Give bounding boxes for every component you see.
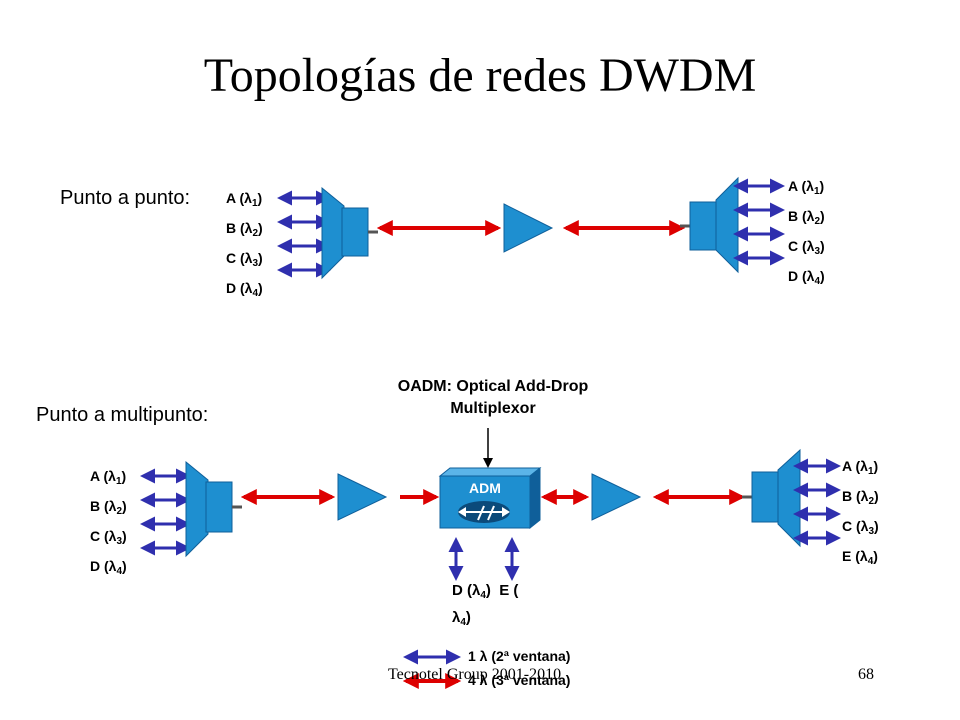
p2p-left-blue-arrows xyxy=(277,190,331,278)
channel-label: D (λ4) xyxy=(90,558,127,577)
p2m-right-channel-list: A (λ1) B (λ2) C (λ3) E (λ4) xyxy=(842,458,879,570)
footer-text: Tecnotel Group 2001-2010 xyxy=(388,666,562,683)
adm-label: ADM xyxy=(469,480,501,496)
channel-label: C (λ3) xyxy=(90,528,127,547)
p2p-left-channel-list: A (λ1) B (λ2) C (λ3) D (λ4) xyxy=(226,190,263,302)
channel-label: C (λ3) xyxy=(226,250,263,269)
p2p-label: Punto a punto: xyxy=(60,187,191,209)
channel-label: C (λ3) xyxy=(842,518,879,537)
legend-red-text: 4 λ (3ª ventana) xyxy=(468,672,571,688)
p2p-right-blue-arrows xyxy=(733,178,785,266)
oadm-caption: OADM: Optical Add-Drop Multiplexor xyxy=(378,376,608,420)
channel-label: A (λ1) xyxy=(90,468,127,487)
page-title: Topologías de redes DWDM xyxy=(203,49,757,102)
p2p-right-mux xyxy=(680,176,739,274)
p2p-right-channel-list: A (λ1) B (λ2) C (λ3) D (λ4) xyxy=(788,178,825,290)
adm-drop-arrows xyxy=(448,537,520,581)
oadm-pointer-head xyxy=(483,458,493,468)
oadm-caption-line2: Multiplexor xyxy=(450,400,536,417)
channel-label: B (λ2) xyxy=(90,498,127,517)
p2m-label: Punto a multipunto: xyxy=(36,404,209,426)
channel-label: B (λ2) xyxy=(842,488,879,507)
p2p-amplifier xyxy=(503,203,554,253)
p2p-left-mux xyxy=(321,186,378,280)
adm-device xyxy=(438,466,542,530)
p2m-amplifier-left xyxy=(337,473,388,521)
channel-label: C (λ3) xyxy=(788,238,825,257)
channel-label: A (λ1) xyxy=(842,458,879,477)
p2m-right-blue-arrows xyxy=(793,458,841,546)
channel-label: B (λ2) xyxy=(788,208,825,227)
channel-label: D (λ4) xyxy=(788,268,825,287)
p2m-left-channel-list: A (λ1) B (λ2) C (λ3) D (λ4) xyxy=(90,468,127,580)
p2m-left-mux xyxy=(185,460,242,558)
p2m-amplifier-right xyxy=(591,473,642,521)
page-number: 68 xyxy=(858,666,874,683)
p2m-left-blue-arrows xyxy=(140,468,191,556)
channel-label: A (λ1) xyxy=(226,190,263,209)
drop-label-row2: λ4) xyxy=(452,609,471,628)
drop-label-row1: D (λ4) E ( xyxy=(452,582,519,601)
drop-labels: D (λ4) E ( λ4) xyxy=(452,580,518,634)
p2m-right-mux xyxy=(742,448,801,548)
channel-label: E (λ4) xyxy=(842,548,878,567)
channel-label: D (λ4) xyxy=(226,280,263,299)
legend-blue-text: 1 λ (2ª ventana) xyxy=(468,648,571,664)
channel-label: B (λ2) xyxy=(226,220,263,239)
channel-label: A (λ1) xyxy=(788,178,825,197)
oadm-caption-line1: OADM: Optical Add-Drop xyxy=(397,378,589,395)
